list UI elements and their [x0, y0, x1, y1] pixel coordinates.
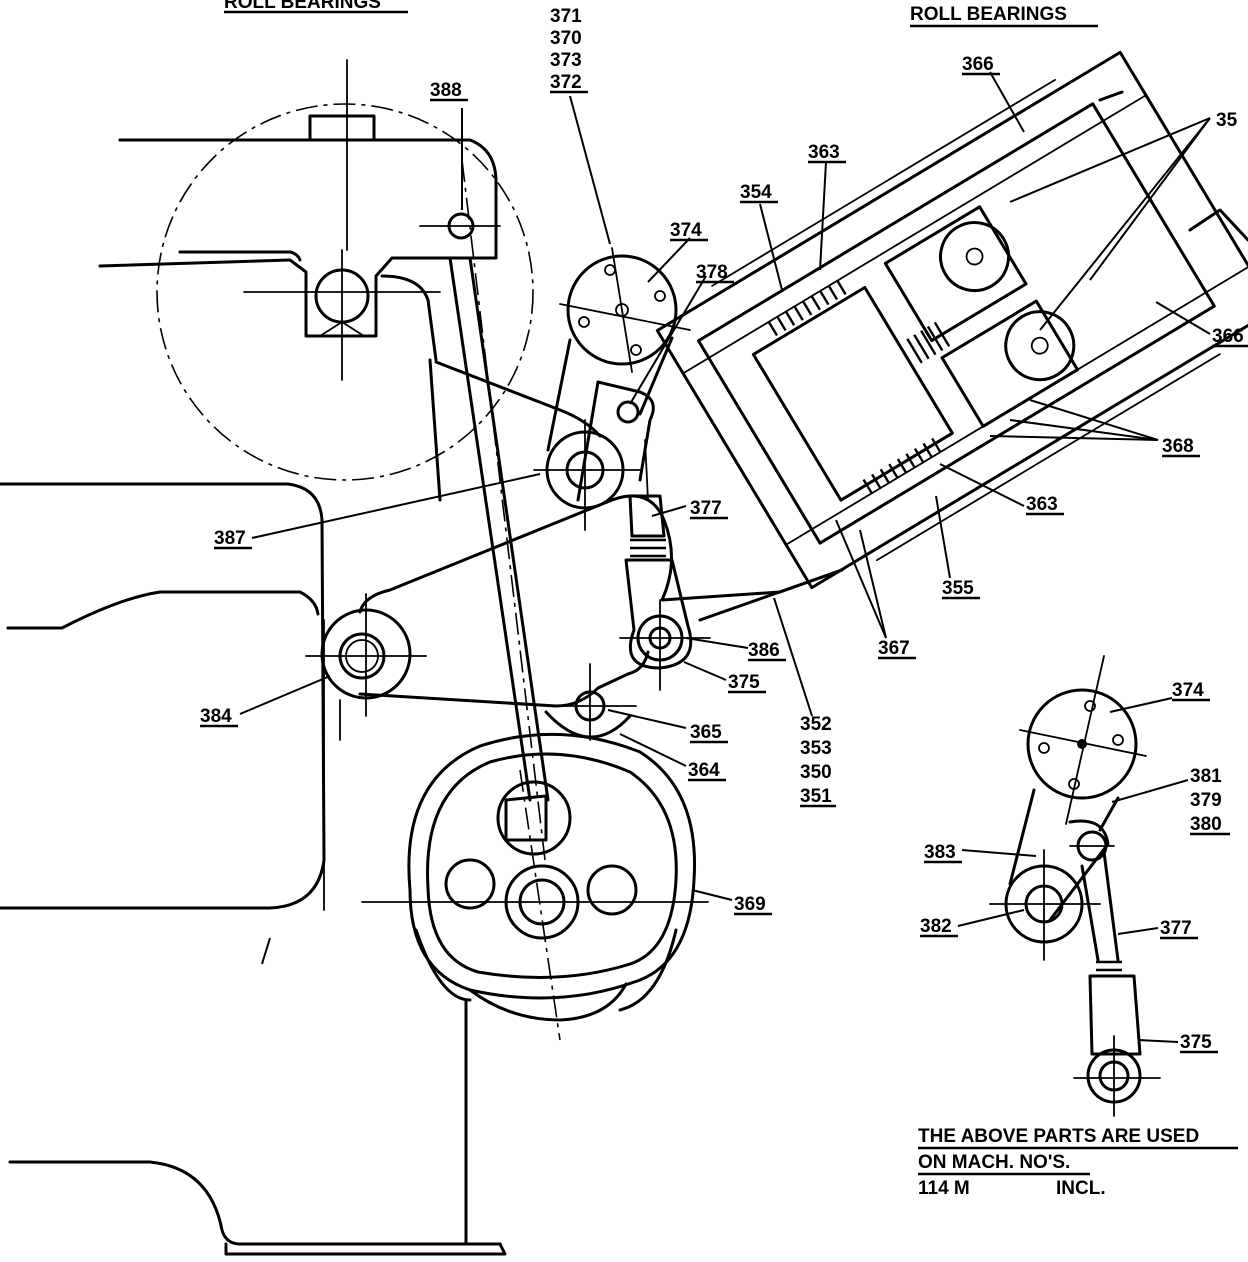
upper-crank-arm — [533, 247, 691, 531]
alternate-crank-detail — [989, 655, 1161, 1117]
label-375-detail: 375 — [1180, 1032, 1212, 1053]
main-lever-arm — [305, 360, 844, 741]
label-364: 364 — [688, 760, 720, 781]
label-370: 370 — [550, 28, 582, 49]
vertical-rod — [419, 108, 550, 861]
leader-lines — [239, 71, 1211, 1043]
label-363-bottom: 363 — [1026, 494, 1058, 515]
heading-left: ROLL BEARINGS — [224, 0, 381, 13]
label-352: 352 — [800, 714, 832, 735]
label-388: 388 — [430, 80, 462, 101]
note-inclusive: INCL. — [1056, 1178, 1106, 1199]
note-machine-number: 114 M — [918, 1178, 970, 1199]
label-367: 367 — [878, 638, 910, 659]
label-379: 379 — [1190, 790, 1222, 811]
label-365: 365 — [690, 722, 722, 743]
label-384: 384 — [200, 706, 232, 727]
label-371: 371 — [550, 6, 582, 27]
label-386: 386 — [748, 640, 780, 661]
label-351: 351 — [800, 786, 832, 807]
label-387: 387 — [214, 528, 246, 549]
label-381: 381 — [1190, 766, 1222, 787]
label-368: 368 — [1162, 436, 1194, 457]
label-378: 378 — [696, 262, 728, 283]
roll-bearing-housing — [98, 59, 534, 481]
label-369: 369 — [734, 894, 766, 915]
heading-right: ROLL BEARINGS — [910, 4, 1067, 25]
cam-assembly — [361, 732, 709, 1041]
roll-bearing-block — [655, 50, 1248, 590]
label-375-main: 375 — [728, 672, 760, 693]
label-377-detail: 377 — [1160, 918, 1192, 939]
label-366-top: 366 — [962, 54, 994, 75]
label-374-upper: 374 — [670, 220, 702, 241]
label-354: 354 — [740, 182, 772, 203]
label-35x: 35 — [1216, 110, 1238, 131]
label-380: 380 — [1190, 814, 1222, 835]
connecting-rod — [619, 439, 711, 691]
part-number-labels: ROLL BEARINGS ROLL BEARINGS 371 370 373 … — [200, 0, 1248, 1054]
label-372: 372 — [550, 72, 582, 93]
label-382: 382 — [920, 916, 952, 937]
label-383: 383 — [924, 842, 956, 863]
usage-note: THE ABOVE PARTS ARE USED ON MACH. NO'S. … — [918, 1126, 1238, 1199]
machine-frame — [0, 482, 507, 1256]
label-377-main: 377 — [690, 498, 722, 519]
label-374-lower: 374 — [1172, 680, 1204, 701]
label-366-right: 366 — [1212, 326, 1244, 347]
label-373: 373 — [550, 50, 582, 71]
label-353: 353 — [800, 738, 832, 759]
note-line-2: ON MACH. NO'S. — [918, 1152, 1070, 1173]
label-363-top: 363 — [808, 142, 840, 163]
label-350: 350 — [800, 762, 832, 783]
label-355: 355 — [942, 578, 974, 599]
note-line-1: THE ABOVE PARTS ARE USED — [918, 1126, 1199, 1147]
